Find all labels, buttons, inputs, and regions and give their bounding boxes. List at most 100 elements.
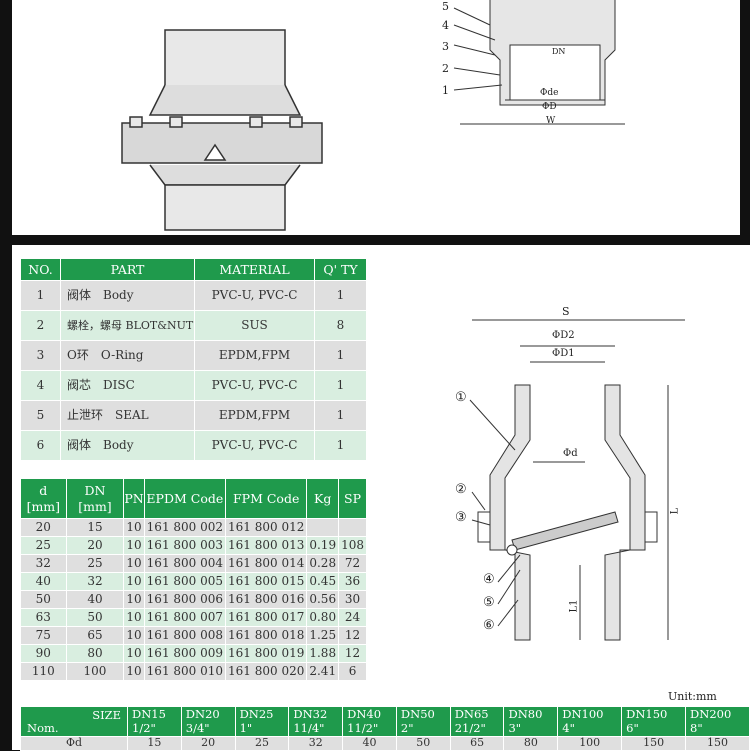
cell: 32 xyxy=(288,735,344,751)
cell: 0.28 xyxy=(306,554,340,573)
cell: 10 xyxy=(123,644,145,663)
cell: 32 xyxy=(20,554,67,573)
cell: 80 xyxy=(65,644,125,663)
cell: 100 xyxy=(557,735,623,751)
cell: 阀体 Body xyxy=(60,280,195,311)
cell: 161 800 006 xyxy=(143,590,227,609)
cell: 1.25 xyxy=(306,626,340,645)
cell: 161 800 016 xyxy=(225,590,308,609)
dim-dn: DN xyxy=(552,47,566,56)
cell: 65 xyxy=(449,735,505,751)
cell: 30 xyxy=(338,590,367,609)
cell xyxy=(306,518,340,537)
size-dn: DN25 xyxy=(239,707,274,721)
size-dn: DN100 xyxy=(562,707,604,721)
cell: 100 xyxy=(65,662,125,681)
cell: 161 800 010 xyxy=(143,662,227,681)
dim-l: L xyxy=(669,507,681,515)
cell: 0.45 xyxy=(306,572,340,591)
size-inch: 1" xyxy=(239,721,253,736)
corner-size: SIZE xyxy=(92,708,121,722)
cell: 161 800 007 xyxy=(143,608,227,627)
corner-nom: Nom. xyxy=(27,721,59,736)
cell: 161 800 018 xyxy=(225,626,308,645)
size-inch: 11/4" xyxy=(293,721,325,736)
cell: 12 xyxy=(338,644,367,663)
row-label: Φd xyxy=(20,735,128,751)
cell: 40 xyxy=(65,590,125,609)
cell: 3 xyxy=(20,340,61,371)
size-inch: 3/4" xyxy=(185,721,210,736)
cell: 10 xyxy=(123,572,145,591)
size-inch: 6" xyxy=(626,721,639,736)
cell: 1 xyxy=(314,400,367,431)
dim-d: ΦD xyxy=(542,102,557,112)
cell: 0.19 xyxy=(306,536,340,555)
valve-section-drawing xyxy=(469,319,685,641)
cell: 10 xyxy=(123,662,145,681)
callout-circle-4: ④ xyxy=(483,572,495,587)
dim-s: S xyxy=(562,305,570,318)
cell: 10 xyxy=(123,590,145,609)
dim-d1: ΦD1 xyxy=(552,348,575,359)
callout-circle-3: ③ xyxy=(455,510,467,525)
valve-section-drawing-top xyxy=(453,0,625,125)
cell: 8 xyxy=(314,310,367,341)
dim-d2: ΦD2 xyxy=(552,330,575,341)
size-dn: DN32 xyxy=(293,707,328,721)
size-inch: 11/2" xyxy=(347,721,379,736)
cell: 阀芯 DISC xyxy=(60,370,195,401)
cell: 161 800 005 xyxy=(143,572,227,591)
cell: 5 xyxy=(20,400,61,431)
size-inch: 21/2" xyxy=(454,721,486,736)
cell: 161 800 003 xyxy=(143,536,227,555)
cell: 0.56 xyxy=(306,590,340,609)
cell: 10 xyxy=(123,536,145,555)
dim-w: W xyxy=(546,116,556,126)
spec-col-header: FPM Code xyxy=(225,478,308,519)
cell: 40 xyxy=(342,735,397,751)
cell: 25 xyxy=(65,554,125,573)
cell: 10 xyxy=(123,518,145,537)
cell: EPDM,FPM xyxy=(194,400,315,431)
dim-l1: L1 xyxy=(568,599,580,613)
cell: 10 xyxy=(123,608,145,627)
cell: O环 O-Ring xyxy=(60,340,195,371)
cell: 15 xyxy=(127,735,182,751)
cell: 25 xyxy=(234,735,290,751)
cell: 止泄环 SEAL xyxy=(60,400,195,431)
cell: 161 800 012 xyxy=(225,518,308,537)
col-part: PART xyxy=(60,258,195,281)
cell: 4 xyxy=(20,370,61,401)
cell: 72 xyxy=(338,554,367,573)
spec-col-header: EPDM Code xyxy=(143,478,227,519)
cell: 36 xyxy=(338,572,367,591)
callout-3: 3 xyxy=(442,40,449,53)
cell: 161 800 015 xyxy=(225,572,308,591)
callout-circle-1: ① xyxy=(455,390,467,405)
dim-phi-d: Φd xyxy=(563,448,578,459)
dim-de: Φde xyxy=(540,88,559,98)
size-dn: DN40 xyxy=(347,707,382,721)
size-dn: DN200 xyxy=(690,707,732,721)
callout-1: 1 xyxy=(442,84,449,97)
cell: 1 xyxy=(314,280,367,311)
cell: 161 800 019 xyxy=(225,644,308,663)
spec-col-header: DN [mm] xyxy=(65,478,125,519)
